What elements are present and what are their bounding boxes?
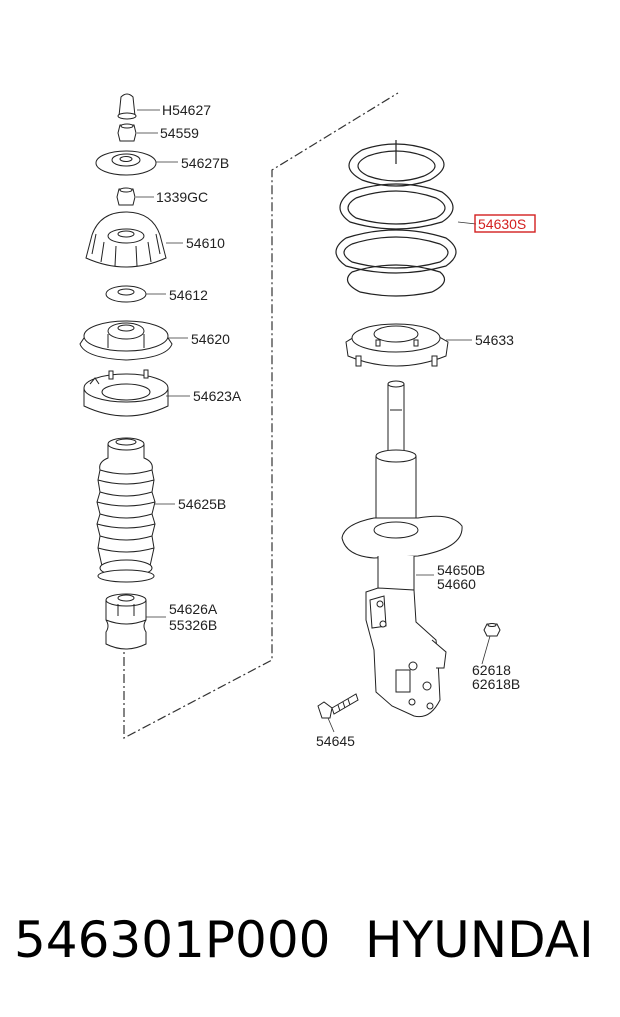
label-54630s: 54630S (478, 216, 526, 232)
label-54645: 54645 (316, 733, 355, 749)
label-54612: 54612 (169, 287, 208, 303)
dust-boot-54625b-part (96, 437, 156, 583)
washer-54627b-part (95, 150, 157, 176)
label-55326b: 55326B (169, 617, 217, 633)
nut-1339gc-part (116, 187, 136, 206)
highlight-box-54630s (474, 214, 536, 233)
label-54610: 54610 (186, 235, 225, 251)
label-54559: 54559 (160, 125, 199, 141)
insulator-54610-part (85, 211, 167, 268)
label-54620: 54620 (191, 331, 230, 347)
assembly-dashed-outline (123, 92, 399, 739)
label-54623a: 54623A (193, 388, 242, 404)
part-number-text: 546301P000 (14, 911, 331, 969)
bolt-54645-part (317, 693, 359, 719)
spring-seat-54633-part (345, 323, 449, 367)
label-54660: 54660 (437, 576, 476, 592)
spring-seat-54623a-part (83, 369, 169, 417)
label-54650b: 54650B (437, 562, 485, 578)
label-54625b: 54625B (178, 496, 226, 512)
label-62618b: 62618B (472, 676, 520, 692)
label-54626a: 54626A (169, 601, 218, 617)
label-1339gc: 1339GC (156, 189, 208, 205)
washer-54612-part (105, 285, 147, 303)
label-54633: 54633 (475, 332, 514, 348)
coil-spring-54630s-part (335, 140, 457, 297)
suspension-exploded-diagram: H54627 54559 54627B 1339GC 54610 54612 5… (79, 92, 536, 749)
bump-stopper-54626a-part (105, 593, 147, 650)
label-h54627: H54627 (162, 102, 211, 118)
label-54627b: 54627B (181, 155, 229, 171)
label-62618: 62618 (472, 662, 511, 678)
strut-assembly-54650b-part (341, 380, 463, 718)
nut-62618-part (483, 623, 501, 637)
brand-text: HYUNDAI (365, 911, 594, 969)
nut-54559-part (117, 123, 137, 142)
bearing-54620-part (79, 320, 173, 361)
bump-stop-cap-part (117, 93, 137, 120)
